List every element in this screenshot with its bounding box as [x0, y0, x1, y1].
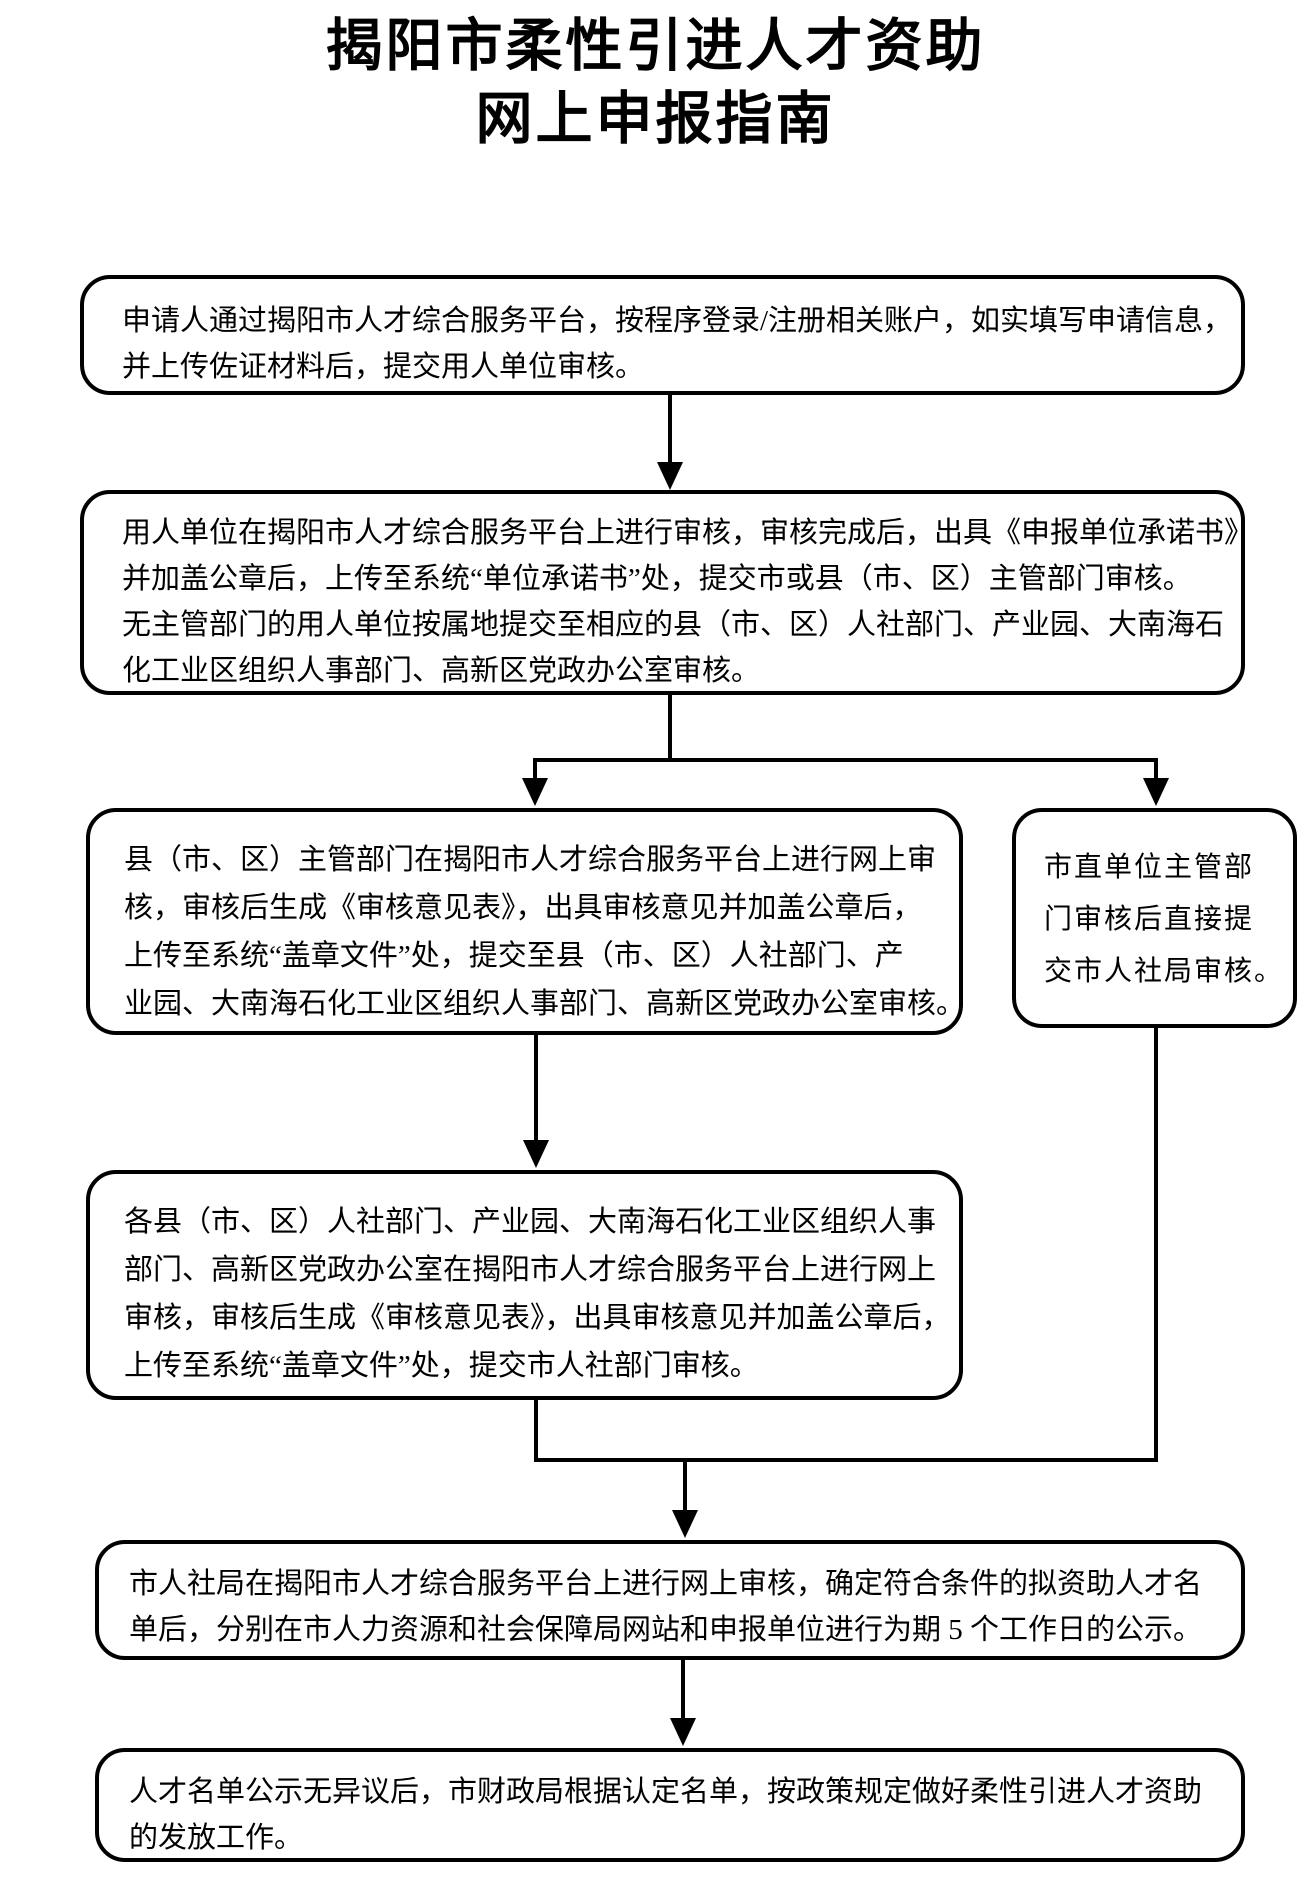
box-text-line: 用人单位在揭阳市人才综合服务平台上进行审核，审核完成后，出具《申报单位承诺书》 [122, 517, 1254, 549]
box-text-line: 上传至系统“盖章文件”处，提交市人社部门审核。 [124, 1350, 759, 1382]
box-text-line: 人才名单公示无异议后，市财政局根据认定名单，按政策规定做好柔性引进人才资助 [129, 1776, 1203, 1808]
box-text-line: 化工业区组织人事部门、高新区党政办公室审核。 [122, 655, 761, 687]
box-text-line: 各县（市、区）人社部门、产业园、大南海石化工业区组织人事 [124, 1206, 937, 1238]
box-text-line: 核，审核后生成《审核意见表》，出具审核意见并加盖公章后， [124, 892, 922, 924]
flow-step3-county-dept-box: 县（市、区）主管部门在揭阳市人才综合服务平台上进行网上审 核，审核后生成《审核意… [86, 808, 966, 1035]
connector-step3-to-step4 [523, 1035, 549, 1168]
box-text-line: 并加盖公章后，上传至系统“单位承诺书”处，提交市或县（市、区）主管部门审核。 [122, 563, 1192, 595]
arrow-down-icon [523, 1140, 549, 1168]
connector-step5-to-step6 [670, 1660, 696, 1746]
box-text-line: 审核，审核后生成《审核意见表》，出具审核意见并加盖公章后， [124, 1302, 951, 1334]
arrow-down-icon [672, 1510, 698, 1538]
page-title-line2: 网上申报指南 [475, 88, 836, 151]
flow-step1-applicant-box: 申请人通过揭阳市人才综合服务平台，按程序登录/注册相关账户，如实填写申请信息， … [80, 275, 1245, 395]
arrow-down-icon [657, 462, 683, 490]
box-text-line: 单后，分别在市人力资源和社会保障局网站和申报单位进行为期 5 个工作日的公示。 [129, 1614, 1203, 1646]
arrow-down-icon [522, 778, 548, 806]
box-text-line: 的发放工作。 [129, 1822, 304, 1854]
flow-step2-employer-box: 用人单位在揭阳市人才综合服务平台上进行审核，审核完成后，出具《申报单位承诺书》 … [80, 490, 1254, 695]
flow-step6-finance-box: 人才名单公示无异议后，市财政局根据认定名单，按政策规定做好柔性引进人才资助 的发… [95, 1748, 1245, 1862]
flow-step3-city-dept-box: 市直单位主管部 门审核后直接提 交市人社局审核。 [1012, 808, 1297, 1028]
connector-line [533, 695, 1158, 762]
box-text-line: 并上传佐证材料后，提交用人单位审核。 [122, 351, 645, 383]
page-title: 揭阳市柔性引进人才资助 网上申报指南 [0, 10, 1311, 156]
arrow-down-icon [1143, 778, 1169, 806]
flow-step5-city-hr-box: 市人社局在揭阳市人才综合服务平台上进行网上审核，确定符合条件的拟资助人才名 单后… [95, 1540, 1245, 1660]
connector-step2-split [522, 695, 1169, 806]
box-text-line: 部门、高新区党政办公室在揭阳市人才综合服务平台上进行网上 [124, 1254, 937, 1286]
box-text-line: 门审核后直接提 [1044, 904, 1255, 935]
box-text-line: 无主管部门的用人单位按属地提交至相应的县（市、区）人社部门、产业园、大南海石 [122, 609, 1225, 641]
box-text-line: 县（市、区）主管部门在揭阳市人才综合服务平台上进行网上审 [124, 844, 937, 876]
box-text-line: 上传至系统“盖章文件”处，提交至县（市、区）人社部门、产 [124, 940, 904, 972]
box-text-line: 交市人社局审核。 [1044, 956, 1285, 987]
box-text-line: 申请人通过揭阳市人才综合服务平台，按程序登录/注册相关账户，如实填写申请信息， [122, 305, 1233, 337]
page-title-line1: 揭阳市柔性引进人才资助 [325, 15, 986, 78]
flow-step4-hr-bureaus-box: 各县（市、区）人社部门、产业园、大南海石化工业区组织人事 部门、高新区党政办公室… [86, 1170, 963, 1400]
box-text-line: 市直单位主管部 [1044, 852, 1255, 883]
connector-step1-to-step2 [657, 395, 683, 490]
arrow-down-icon [670, 1718, 696, 1746]
box-text-line: 业园、大南海石化工业区组织人事部门、高新区党政办公室审核。 [124, 988, 966, 1020]
box-text-line: 市人社局在揭阳市人才综合服务平台上进行网上审核，确定符合条件的拟资助人才名 [129, 1568, 1203, 1600]
